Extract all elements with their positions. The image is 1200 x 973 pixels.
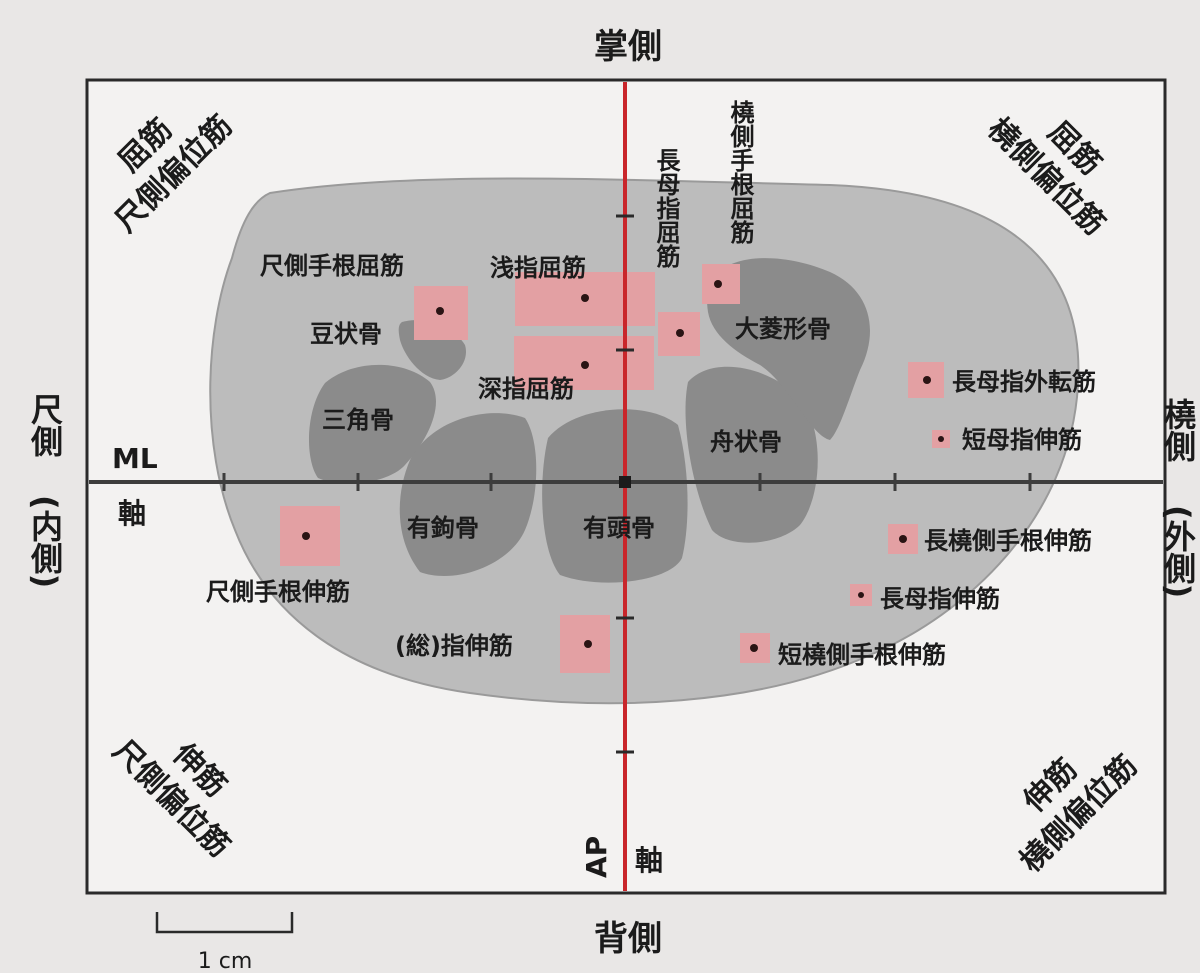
fcr-label: 橈側手根屈筋 bbox=[726, 100, 755, 245]
pisiform-label: 豆状骨 bbox=[310, 320, 382, 348]
fcu-label: 尺側手根屈筋 bbox=[260, 252, 404, 280]
fdp-label: 深指屈筋 bbox=[478, 375, 574, 403]
trapezium-bone bbox=[707, 258, 870, 440]
apl-label: 長母指外転筋 bbox=[952, 368, 1096, 396]
capitate-label: 有頭骨 bbox=[583, 514, 655, 542]
radial-side-label: 橈側 bbox=[1159, 398, 1197, 462]
ulnar-side-label: 尺側 bbox=[26, 393, 64, 457]
ml-axis-label: ML bbox=[112, 442, 158, 475]
ap-axis-label: AP bbox=[580, 836, 613, 878]
triquetrum-label: 三角骨 bbox=[322, 406, 394, 434]
radial-lateral-label: (外側) bbox=[1159, 505, 1197, 598]
ulnar-medial-label: (内側) bbox=[26, 495, 64, 588]
ecrb-label: 短橈側手根伸筋 bbox=[778, 641, 946, 669]
scale-bar: 1 cm bbox=[155, 912, 294, 973]
ap-axis-char: 軸 bbox=[635, 844, 663, 877]
muscle-markers bbox=[280, 264, 950, 673]
triquetrum-bone bbox=[308, 364, 436, 484]
epl-label: 長母指伸筋 bbox=[880, 585, 1000, 613]
ml-axis-char: 軸 bbox=[118, 497, 146, 530]
palmar-label: 掌側 bbox=[594, 27, 662, 67]
fpl-label: 長母指屈筋 bbox=[652, 148, 681, 269]
ecrl-label: 長橈側手根伸筋 bbox=[924, 527, 1092, 555]
edc-label: (総)指伸筋 bbox=[395, 632, 513, 660]
trapezium-label: 大菱形骨 bbox=[735, 315, 831, 343]
axis-origin-marker bbox=[619, 476, 631, 488]
ap-axis bbox=[616, 82, 634, 891]
scaphoid-label: 舟状骨 bbox=[710, 428, 782, 456]
epb-label: 短母指伸筋 bbox=[962, 426, 1082, 454]
hamate-label: 有鉤骨 bbox=[407, 514, 479, 542]
dorsal-label: 背側 bbox=[594, 919, 662, 959]
ecu-label: 尺側手根伸筋 bbox=[206, 578, 350, 606]
hamate-bone bbox=[399, 413, 537, 576]
scale-bar-label: 1 cm bbox=[198, 949, 253, 973]
capitate-bone bbox=[542, 409, 688, 583]
scaphoid-bone bbox=[685, 366, 818, 543]
fds-label: 浅指屈筋 bbox=[490, 254, 586, 282]
